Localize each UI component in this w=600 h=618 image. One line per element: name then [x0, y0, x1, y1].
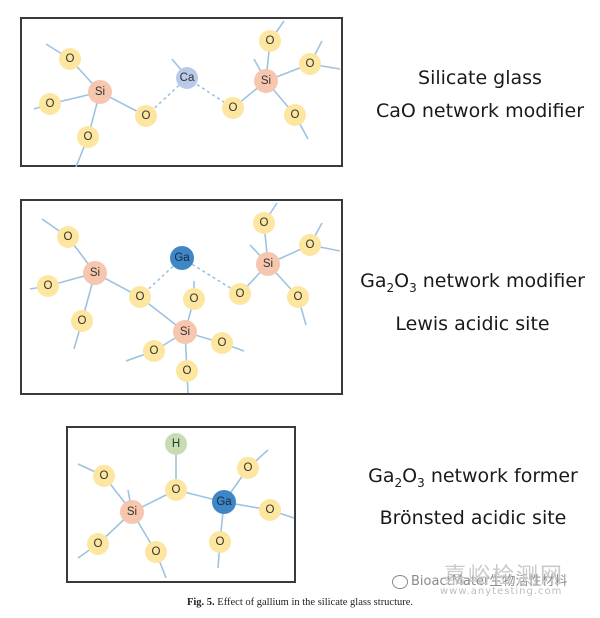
svg-text:O: O [236, 288, 245, 300]
oxygen-atom: O [211, 332, 233, 354]
svg-text:O: O [306, 239, 315, 251]
svg-text:O: O [190, 293, 199, 305]
gallium-atom: Ga [170, 246, 194, 270]
svg-text:O: O [183, 365, 192, 377]
panel1-subtitle: CaO network modifier [375, 100, 585, 122]
oxygen-atom: O [259, 30, 281, 52]
svg-text:O: O [150, 345, 159, 357]
silicon-atom: Si [173, 320, 197, 344]
panel3-title: Ga2O3 network former [368, 465, 578, 490]
oxygen-atom: O [299, 234, 321, 256]
oxygen-atom: O [37, 275, 59, 297]
svg-text:O: O [172, 484, 181, 496]
silicon-atom: Si [120, 500, 144, 524]
svg-text:O: O [46, 98, 55, 110]
watermark: BioactMater生物活性材料 嘉峪检测网 www.anytesting.c… [392, 564, 568, 597]
panel2-title: Ga2O3 network modifier [360, 270, 585, 295]
svg-text:O: O [294, 291, 303, 303]
oxygen-atom: O [284, 104, 306, 126]
svg-text:Si: Si [263, 258, 273, 270]
oxygen-atom: O [183, 288, 205, 310]
svg-text:O: O [142, 110, 151, 122]
oxygen-atom: O [287, 286, 309, 308]
svg-text:O: O [136, 291, 145, 303]
oxygen-atom: O [222, 97, 244, 119]
atoms-layer: O O O O Si Ca O Si O O O [39, 30, 321, 148]
svg-text:O: O [266, 35, 275, 47]
panel-ga-former: H O O Si O O Ga O O O [66, 426, 296, 583]
wechat-icon [392, 574, 408, 589]
caption-label: Fig. 5. [186, 597, 215, 608]
svg-text:O: O [216, 536, 225, 548]
oxygen-atom: O [39, 93, 61, 115]
oxygen-atom: O [129, 286, 151, 308]
oxygen-atom: O [299, 53, 321, 75]
watermark-big: 嘉峪检测网 [444, 564, 565, 589]
atoms-layer: H O O Si O O Ga O O O [87, 433, 281, 563]
silicon-atom: Si [254, 69, 278, 93]
svg-text:Si: Si [90, 267, 100, 279]
ga-former-structure-diagram: H O O Si O O Ga O O O [77, 433, 295, 579]
svg-text:O: O [64, 231, 73, 243]
oxygen-atom: O [259, 499, 281, 521]
figure-caption: Fig. 5. Effect of gallium in the silicat… [0, 597, 600, 608]
oxygen-atom: O [59, 48, 81, 70]
svg-text:Ga: Ga [216, 496, 232, 508]
svg-text:O: O [84, 131, 93, 143]
oxygen-atom: O [135, 105, 157, 127]
oxygen-atom: O [87, 533, 109, 555]
ga-modifier-structure-diagram: O O O Si O Ga O Si O O O O Si O O O [29, 202, 341, 394]
svg-text:Si: Si [95, 86, 105, 98]
oxygen-atom: O [77, 126, 99, 148]
oxygen-atom: O [145, 541, 167, 563]
caption-text: Effect of gallium in the silicate glass … [214, 597, 414, 608]
hydrogen-atom: H [165, 433, 187, 455]
svg-text:Si: Si [261, 75, 271, 87]
panel2-subtitle: Lewis acidic site [395, 313, 550, 335]
svg-text:O: O [306, 58, 315, 70]
oxygen-atom: O [93, 465, 115, 487]
panel-ga-modifier: O O O Si O Ga O Si O O O O Si O O O [20, 199, 343, 395]
svg-text:O: O [44, 280, 53, 292]
silicon-atom: Si [256, 252, 280, 276]
svg-text:O: O [266, 504, 275, 516]
svg-text:O: O [291, 109, 300, 121]
oxygen-atom: O [57, 226, 79, 248]
svg-text:Ga: Ga [174, 252, 190, 264]
oxygen-atom: O [165, 479, 187, 501]
svg-text:O: O [100, 470, 109, 482]
svg-text:O: O [260, 217, 269, 229]
panel-cao-modifier: O O O O Si Ca O Si O O O [20, 17, 343, 168]
svg-text:Si: Si [127, 506, 137, 518]
svg-text:O: O [218, 337, 227, 349]
calcium-atom: Ca [176, 67, 198, 89]
watermark-url: www.anytesting.com [440, 586, 563, 597]
oxygen-atom: O [253, 212, 275, 234]
silicon-atom: Si [83, 261, 107, 285]
oxygen-atom: O [71, 310, 93, 332]
watermark-text: BioactMater生物活性材料 [411, 574, 568, 589]
silicon-atom: Si [88, 80, 112, 104]
svg-text:O: O [94, 538, 103, 550]
svg-text:O: O [66, 53, 75, 65]
svg-text:O: O [78, 315, 87, 327]
svg-text:O: O [229, 102, 238, 114]
gallium-atom: Ga [212, 490, 236, 514]
oxygen-atom: O [209, 531, 231, 553]
oxygen-atom: O [143, 340, 165, 362]
atoms-layer: O O O Si O Ga O Si O O O O Si O O O [37, 212, 321, 382]
svg-text:O: O [244, 462, 253, 474]
oxygen-atom: O [176, 360, 198, 382]
svg-text:O: O [152, 546, 161, 558]
cao-structure-diagram: O O O O Si Ca O Si O O O [33, 20, 341, 168]
svg-text:Si: Si [180, 326, 190, 338]
panel3-subtitle: Brönsted acidic site [379, 507, 567, 529]
panel1-title: Silicate glass [418, 67, 542, 89]
oxygen-atom: O [237, 457, 259, 479]
svg-text:H: H [172, 438, 180, 450]
svg-text:Ca: Ca [180, 72, 195, 84]
oxygen-atom: O [229, 283, 251, 305]
